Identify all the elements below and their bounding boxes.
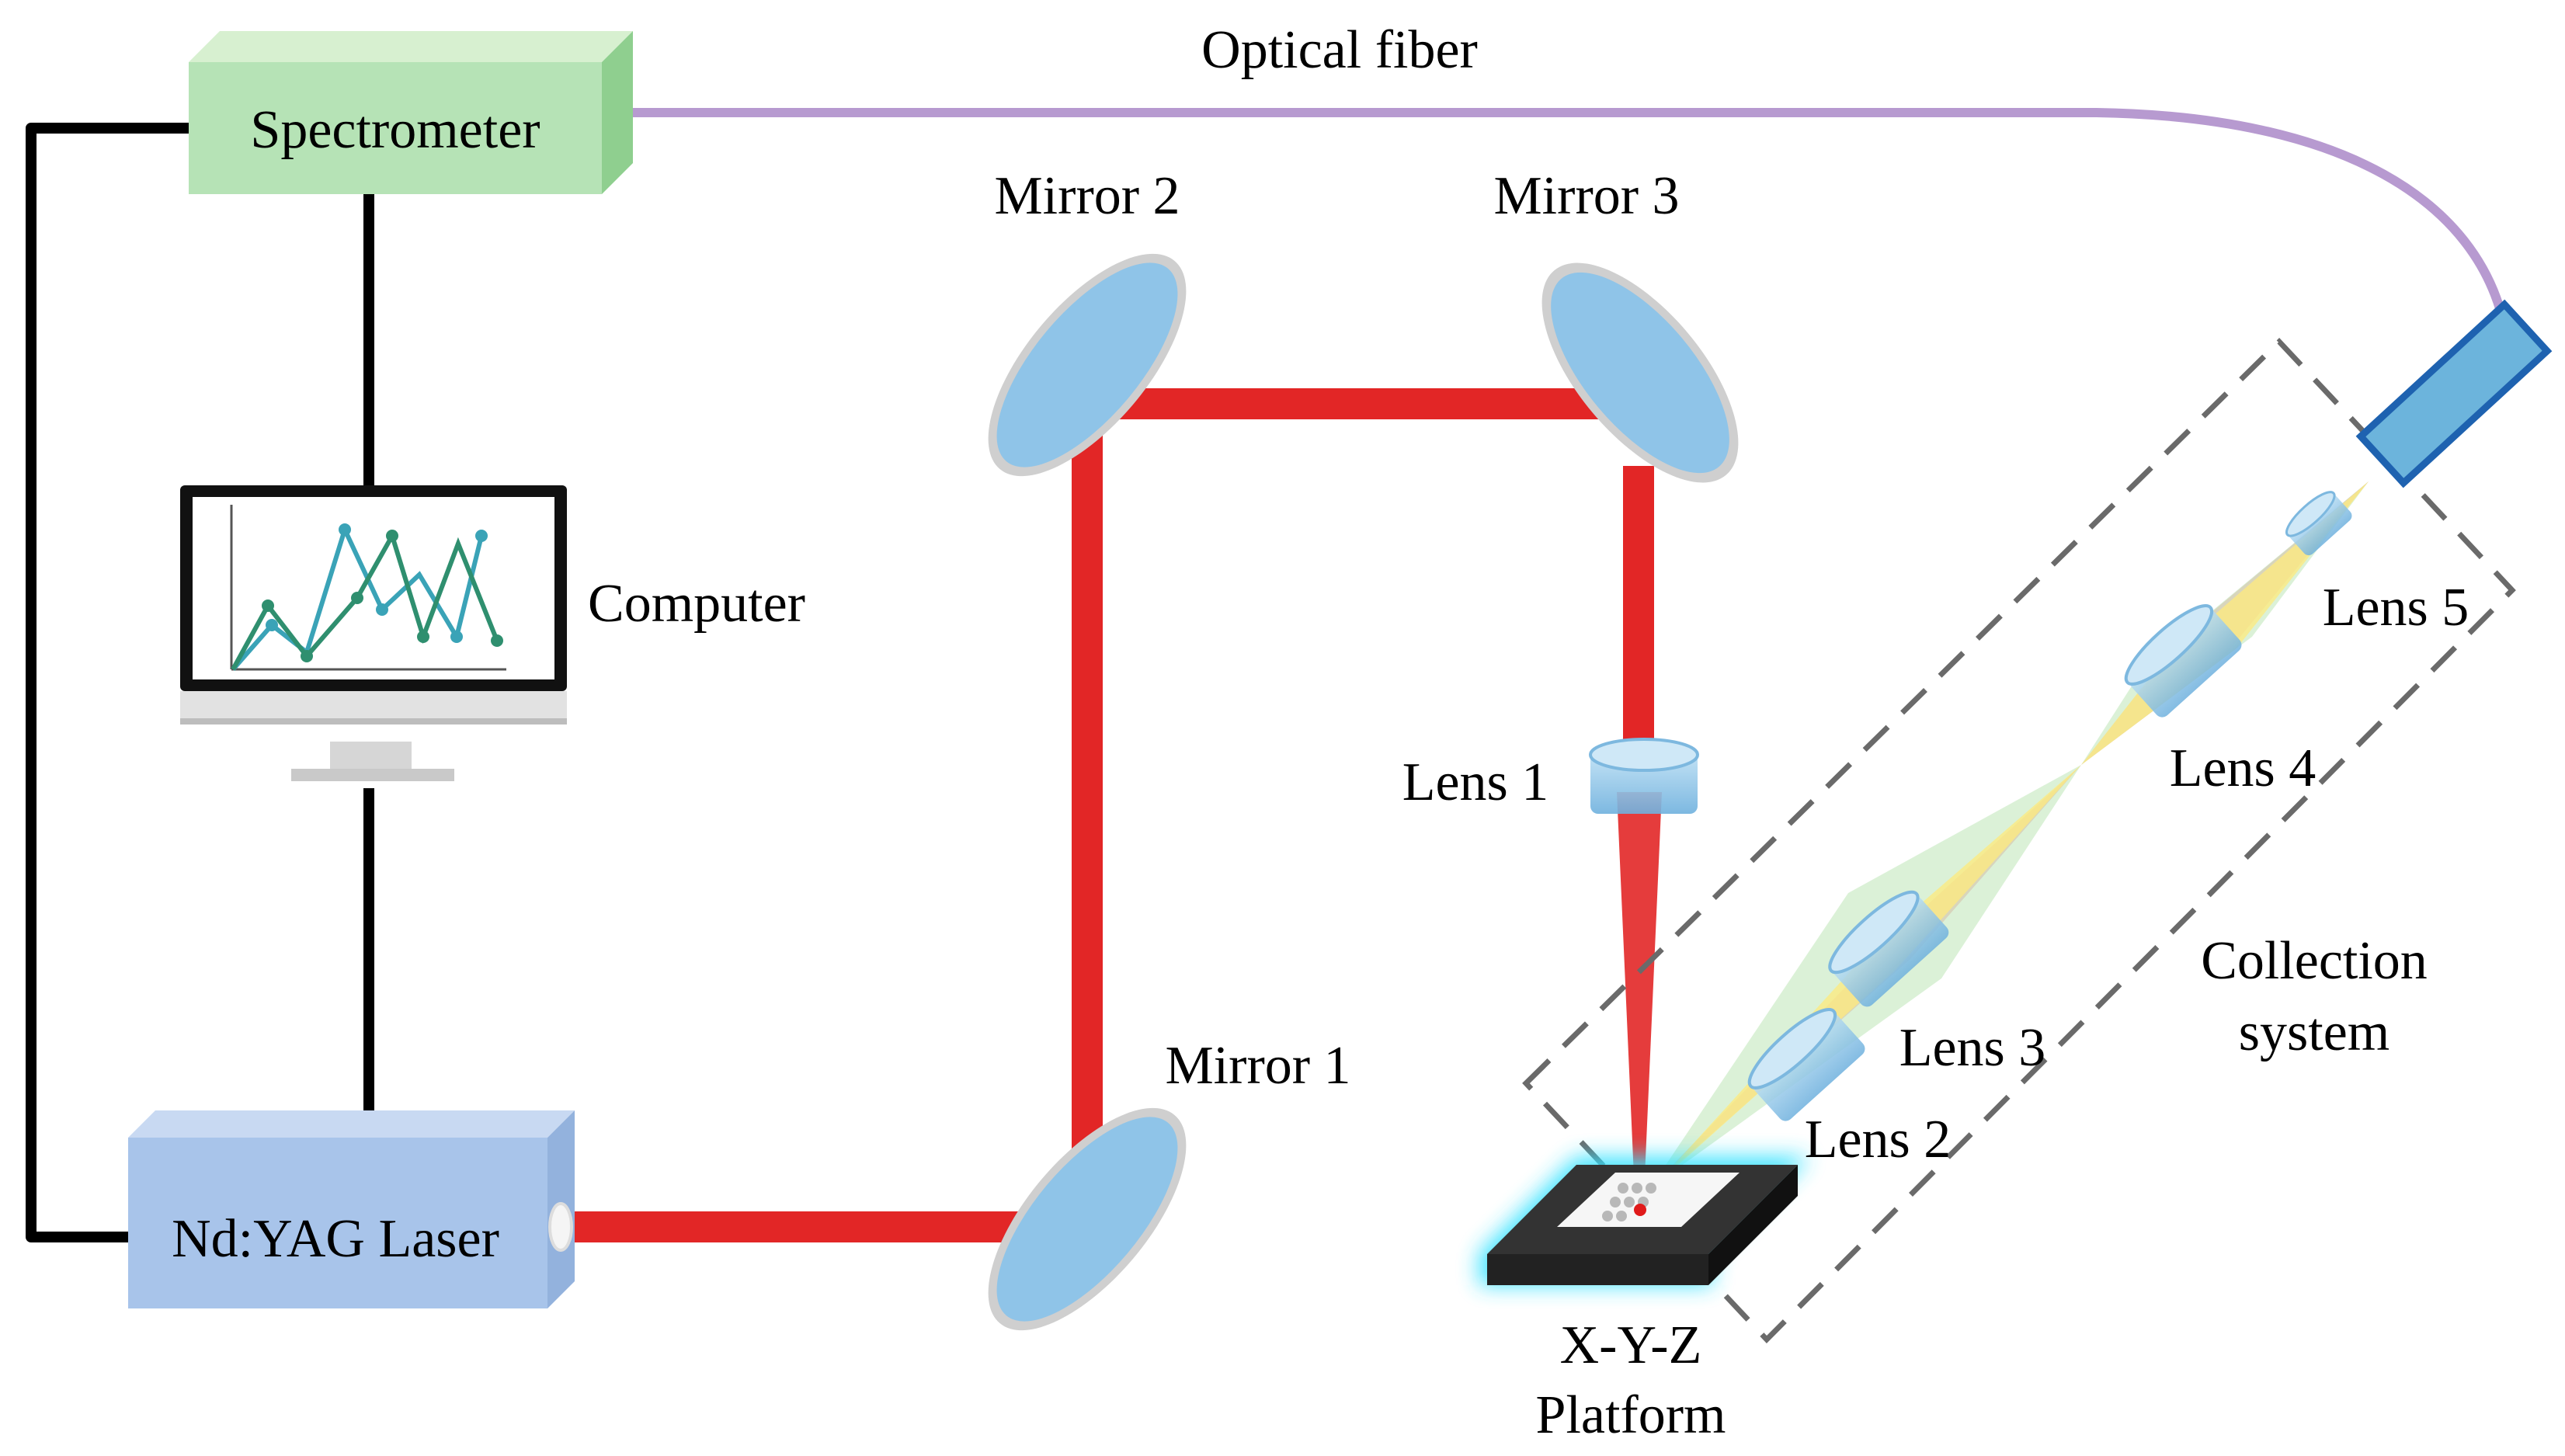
optical-fiber — [626, 108, 2509, 331]
lens-2 — [1747, 1008, 1865, 1121]
lens-4-label: Lens 4 — [2170, 738, 2316, 798]
spectrometer — [189, 31, 633, 194]
platform-label-line2: Platform — [1536, 1385, 1726, 1445]
lens-3 — [1828, 890, 1949, 1007]
platform-label-line1: X-Y-Z — [1560, 1315, 1702, 1375]
laser-spot — [1634, 1204, 1646, 1216]
computer-label: Computer — [588, 574, 805, 634]
cables — [26, 123, 374, 1242]
lens-1 — [1589, 738, 1699, 814]
collection-system-label-line1: Collection — [2201, 931, 2428, 991]
optical-fiber-label: Optical fiber — [1201, 20, 1478, 80]
computer-chart-graphic — [230, 505, 506, 671]
collection-system-label-line2: system — [2239, 1003, 2389, 1062]
laser-beam — [544, 388, 1654, 1242]
lens-3-label: Lens 3 — [1899, 1018, 2046, 1078]
fiber-collector — [2355, 299, 2553, 488]
focused-laser-beam — [1617, 792, 1662, 1211]
mirror-3 — [1541, 262, 1739, 483]
cable-spectrometer-to-laser — [26, 123, 193, 1242]
computer-icon — [180, 485, 567, 781]
laser-label: Nd:YAG Laser — [172, 1209, 499, 1269]
laser-aperture — [548, 1202, 573, 1252]
mirror-1 — [988, 1107, 1187, 1331]
lens-4 — [2124, 604, 2242, 718]
lens-5 — [2285, 491, 2352, 556]
xyz-platform — [1479, 1157, 1809, 1285]
lens-1-label: Lens 1 — [1402, 752, 1549, 812]
mirror-2 — [988, 253, 1187, 477]
collection-system-dashed-box — [1522, 337, 2516, 1344]
lens-2-label: Lens 2 — [1805, 1110, 1952, 1169]
mirror-1-label: Mirror 1 — [1165, 1036, 1350, 1096]
mirror-3-label: Mirror 3 — [1493, 166, 1679, 226]
lens-5-label: Lens 5 — [2323, 578, 2469, 638]
spectrometer-label: Spectrometer — [250, 100, 540, 160]
mirror-2-label: Mirror 2 — [994, 166, 1180, 226]
laser-box — [128, 1110, 575, 1308]
